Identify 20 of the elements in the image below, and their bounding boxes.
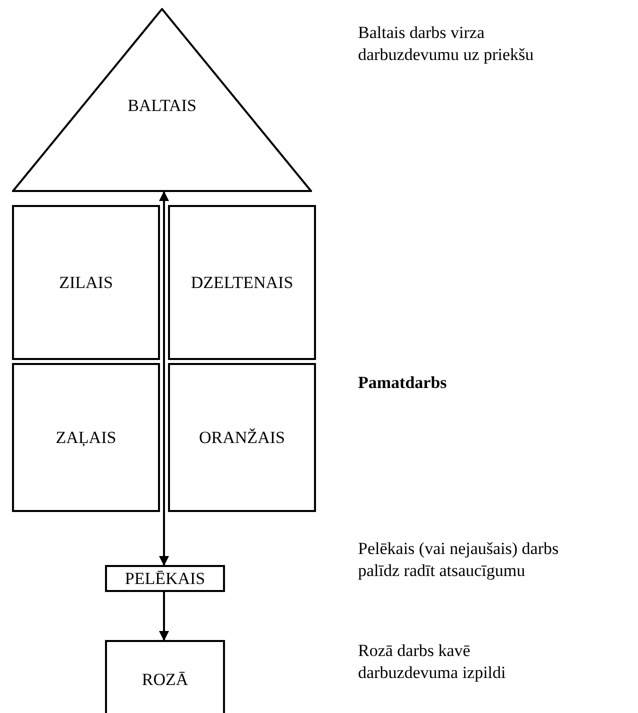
note-text: Rozā darbs kavē darbuzdevuma izpildi	[358, 640, 507, 684]
process-box	[168, 363, 316, 512]
arrow	[159, 191, 169, 566]
node-label: ZAĻAIS	[56, 428, 116, 448]
process-box	[12, 205, 160, 360]
process-box	[168, 205, 316, 360]
node-label: PELĒKAIS	[124, 568, 206, 588]
node-label: ZILAIS	[59, 272, 113, 292]
node-label: ROZĀ	[142, 670, 188, 690]
note-text: Pelēkais (vai nejaušais) darbs palīdz radīt atsaucīgumu	[358, 538, 560, 582]
triangle-node	[12, 8, 312, 192]
node-label: DZELTENAIS	[190, 272, 294, 292]
process-box	[105, 565, 225, 592]
node-label: ORANŽAIS	[199, 428, 285, 448]
arrow	[159, 592, 169, 641]
section-label: Pamatdarbs	[358, 372, 448, 394]
process-box	[12, 363, 160, 512]
process-box	[105, 640, 225, 713]
side-note: Baltais darbs virza darbuzdevumu uz priekšu	[358, 22, 535, 66]
node-label: BALTAIS	[128, 96, 196, 116]
